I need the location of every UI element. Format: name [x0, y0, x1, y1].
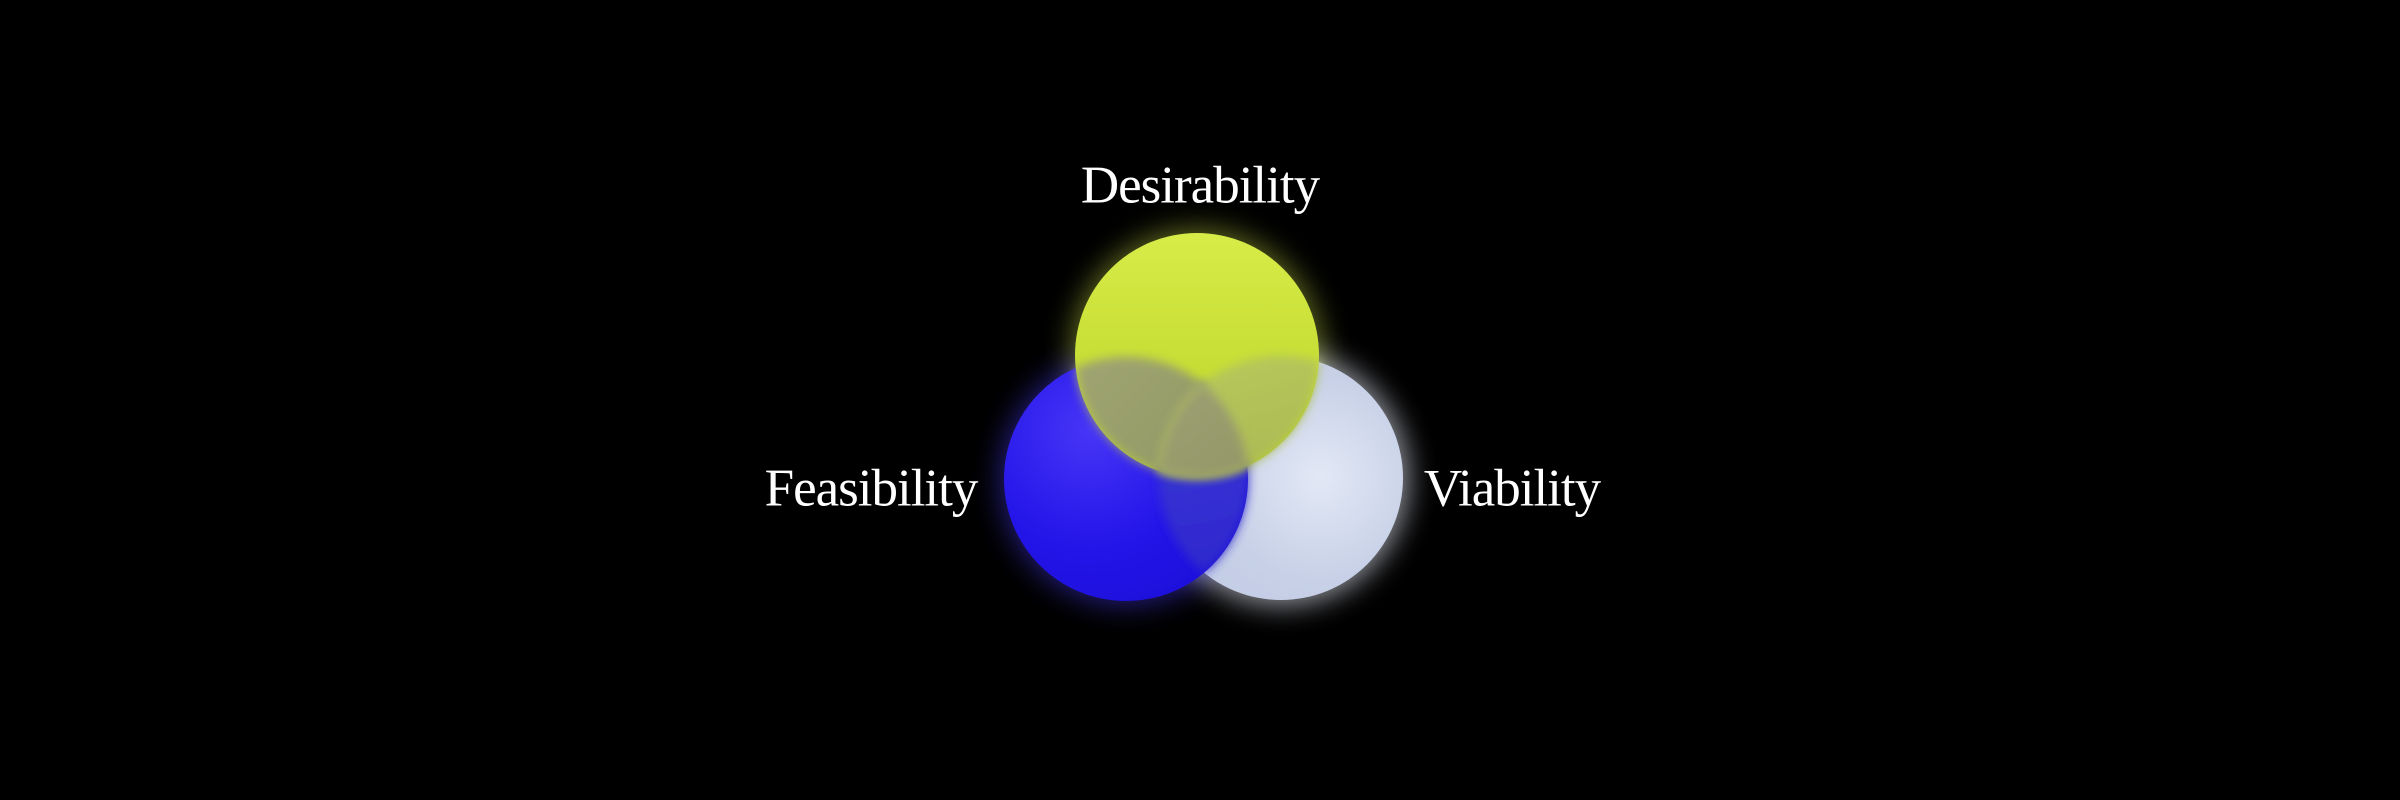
desirability-viability-overlap [1159, 356, 1319, 477]
label-desirability: Desirability [1080, 156, 1320, 215]
label-viability: Viability [1423, 459, 1601, 518]
label-feasibility: Feasibility [764, 459, 979, 518]
desirability-feasibility-overlap [1075, 357, 1248, 477]
